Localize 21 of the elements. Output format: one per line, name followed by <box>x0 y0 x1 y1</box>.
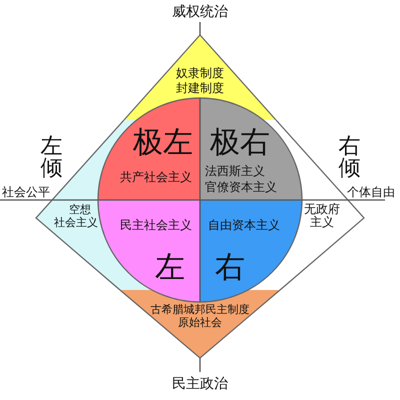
ideology-label: 无政府主义 <box>304 203 340 229</box>
quadrant-title: 极左 <box>132 125 194 161</box>
system-label: 封建制度 <box>175 81 225 95</box>
ideology-label: 空想社会主义 <box>54 203 98 229</box>
ideology-label: 民主社会主义 <box>119 218 193 232</box>
quadrant-title: 左 <box>154 250 186 286</box>
quadrant-title: 右 <box>214 250 246 286</box>
ideology-label: 共产社会主义 <box>119 170 193 184</box>
system-label: 奴隶制度 <box>175 66 225 80</box>
quadrant-title: 极右 <box>209 125 271 161</box>
axis-label: 威权统治 <box>171 4 229 21</box>
ideology-label: 法西斯主义 <box>205 164 266 178</box>
axis-label: 个体自由 <box>347 185 396 199</box>
system-label: 古希腊城邦民主制度 <box>150 303 250 316</box>
ideology-label: 官僚资本主义 <box>205 180 278 194</box>
system-label: 原始社会 <box>177 316 223 329</box>
tendency-label: 右倾 <box>338 136 361 180</box>
tendency-label: 左倾 <box>40 136 63 180</box>
axis-label: 社会公平 <box>2 185 51 199</box>
axis-label: 民主政治 <box>171 376 229 393</box>
ideology-label: 自由资本主义 <box>207 218 281 232</box>
